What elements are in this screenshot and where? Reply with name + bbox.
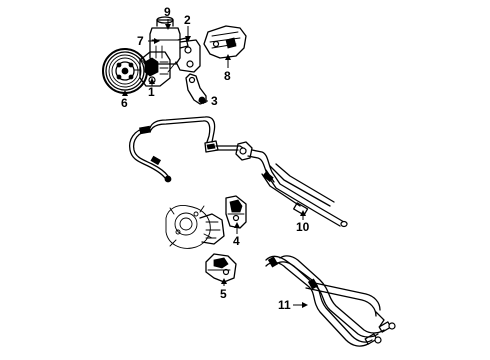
callout-9: 9	[164, 5, 171, 30]
steering-gear-part[interactable]	[247, 149, 348, 228]
callout-7: 7	[137, 34, 160, 48]
callout-10: 10	[296, 210, 310, 234]
callout-label-9: 9	[164, 5, 171, 19]
callout-2: 2	[184, 13, 191, 42]
callout-4: 4	[233, 222, 240, 248]
callout-label-11: 11	[278, 298, 291, 312]
reservoir-part[interactable]	[149, 16, 189, 65]
callout-label-6: 6	[121, 96, 128, 110]
callout-label-4: 4	[233, 234, 240, 248]
pump-assembly-part[interactable]	[165, 205, 225, 249]
callout-label-7: 7	[137, 34, 144, 48]
callout-label-1: 1	[148, 85, 155, 99]
callout-label-10: 10	[296, 220, 310, 234]
callout-label-8: 8	[224, 69, 231, 83]
hose-assembly[interactable]	[128, 116, 253, 183]
callout-6: 6	[121, 90, 128, 110]
bracket-bottom-part[interactable]	[205, 253, 237, 283]
callout-label-2: 2	[184, 13, 191, 27]
heat-shield-part[interactable]	[203, 25, 247, 59]
bracket-upper-part[interactable]	[167, 39, 201, 73]
callout-label-5: 5	[220, 287, 227, 301]
callout-3: 3	[198, 94, 218, 108]
callout-label-3: 3	[211, 94, 218, 108]
callout-11: 11	[278, 298, 308, 312]
cooler-lines-part[interactable]	[265, 255, 396, 347]
callout-1: 1	[148, 78, 155, 99]
callout-5: 5	[220, 278, 227, 301]
callout-8: 8	[224, 54, 231, 83]
bracket-mid-part[interactable]	[225, 195, 247, 229]
